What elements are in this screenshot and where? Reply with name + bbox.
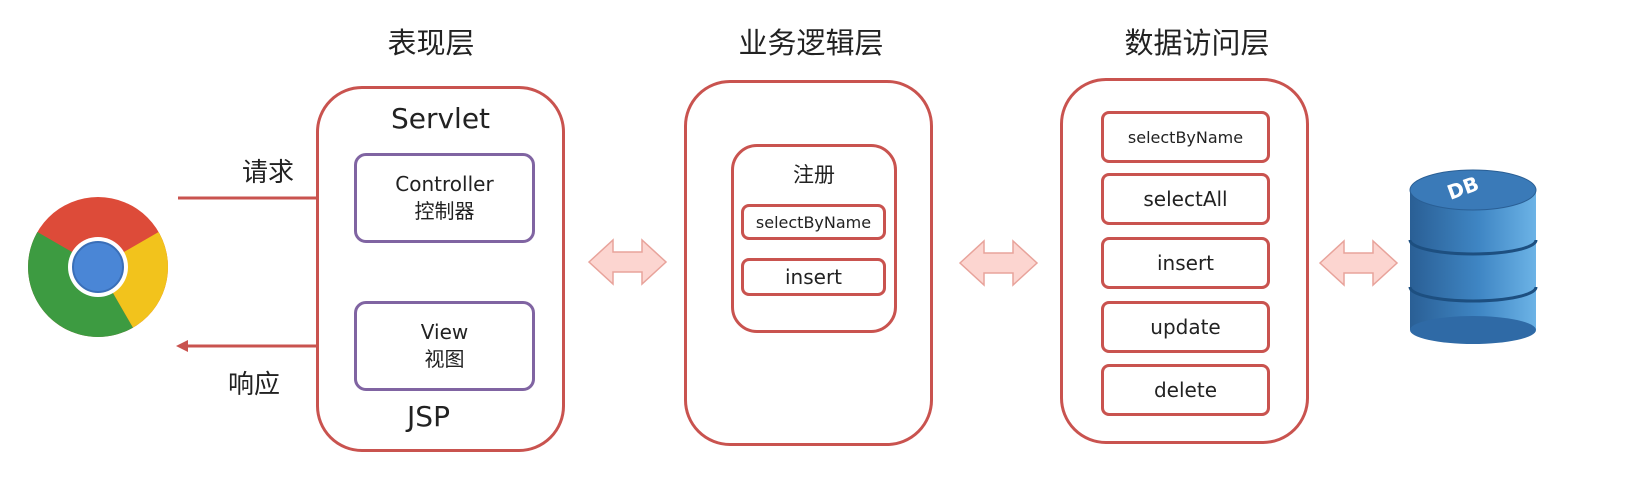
response-label: 响应 [228,370,281,400]
service-method-insert[interactable]: insert [741,258,886,296]
view-cn-label: 视图 [424,347,465,371]
business-layer-box [684,80,933,446]
dao-method-update[interactable]: update [1101,301,1270,353]
controller-cn-label: 控制器 [414,199,475,223]
controller-label: Controller [395,172,494,196]
database-cylinder-icon [1408,169,1538,344]
double-arrow-business-dataaccess [958,239,1039,287]
dao-method-delete[interactable]: delete [1101,364,1270,416]
dao-method-select-all[interactable]: selectAll [1101,173,1270,225]
servlet-label: Servlet [390,102,491,135]
presentation-layer-title: 表现层 [387,26,475,60]
service-method-select-by-name[interactable]: selectByName [741,204,886,240]
request-label: 请求 [242,158,295,188]
register-service-title: 注册 [793,163,835,187]
dao-method-insert[interactable]: insert [1101,237,1270,289]
business-layer-title: 业务逻辑层 [738,26,884,60]
view-label: View [420,320,469,344]
controller-box[interactable]: Controller 控制器 [354,153,535,243]
view-box[interactable]: View 视图 [354,301,535,391]
register-service-box [731,144,897,333]
double-arrow-presentation-business [587,238,668,286]
chrome-browser-icon [28,197,168,337]
presentation-layer-box [316,86,565,452]
jsp-label: JSP [407,400,450,433]
dao-method-select-by-name[interactable]: selectByName [1101,111,1270,163]
data-access-layer-title: 数据访问层 [1124,26,1270,60]
double-arrow-dataaccess-db [1318,239,1399,287]
